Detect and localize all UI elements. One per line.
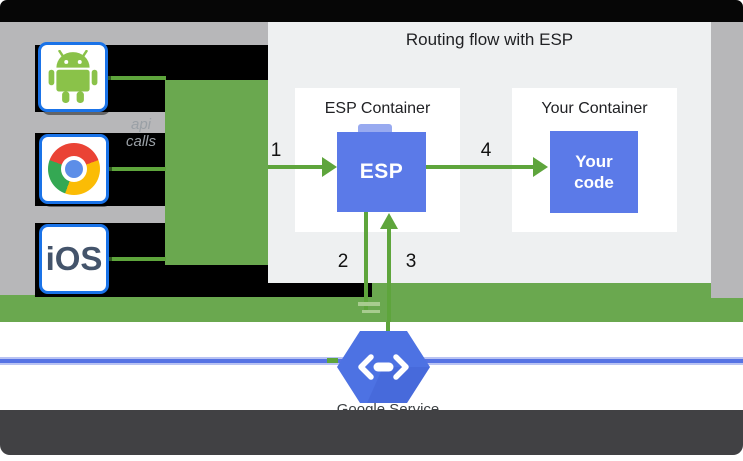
arrow-3-head-icon	[380, 213, 398, 229]
hexagon-connector-stub	[386, 322, 390, 333]
band-dash-1	[358, 302, 380, 306]
hexagon-left-stub	[327, 358, 338, 363]
ios-label: iOS	[45, 240, 103, 277]
cloud-endpoints-hexagon-icon	[337, 331, 430, 403]
right-gray-column	[711, 22, 743, 298]
chrome-connector-line	[106, 167, 166, 171]
chrome-icon	[48, 143, 100, 195]
step-1-label: 1	[270, 140, 282, 161]
ios-connector-line	[106, 257, 166, 261]
your-container-label: Your Container	[541, 100, 648, 117]
your-code-label: Your code	[574, 152, 614, 192]
left-gray-column	[0, 22, 35, 295]
step-3-label: 3	[405, 251, 417, 272]
esp-box: ESP	[337, 132, 426, 212]
band-dash-2	[362, 310, 380, 313]
step-4-label: 4	[480, 140, 492, 161]
api-calls-label: api calls	[125, 116, 156, 150]
panel-title: Routing flow with ESP	[405, 30, 574, 49]
esp-container-label: ESP Container	[324, 100, 431, 117]
gray-strip-middle	[0, 112, 165, 133]
arrow-4-line	[426, 165, 533, 169]
ios-client-tile: iOS	[39, 224, 109, 294]
arrow-2-line	[364, 212, 368, 310]
android-client-tile	[38, 42, 108, 112]
chrome-client-tile	[39, 134, 109, 204]
gray-strip-top	[0, 22, 268, 45]
bottom-dark-band	[0, 410, 743, 455]
top-dark-band	[0, 0, 743, 22]
arrow-3-line	[387, 228, 391, 322]
android-connector-line	[106, 76, 166, 80]
gray-strip-bottom	[0, 206, 165, 223]
step-2-label: 2	[337, 251, 349, 272]
esp-box-tab	[358, 124, 392, 133]
arrow-1-head-icon	[322, 157, 337, 177]
your-code-box: Your code	[550, 131, 638, 213]
green-vertical-band	[165, 80, 268, 265]
arrow-4-head-icon	[533, 157, 548, 177]
arrow-1-line	[268, 165, 323, 169]
android-icon	[48, 50, 98, 103]
